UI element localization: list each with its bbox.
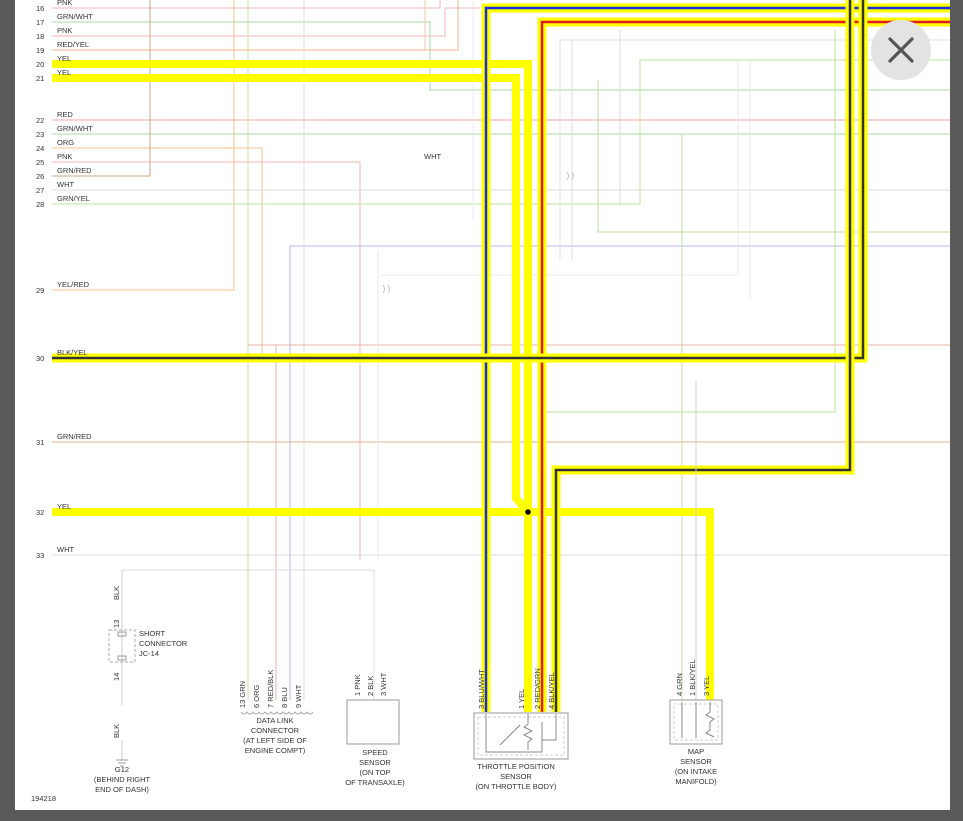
map-pin-4: 4 GRN <box>675 673 684 696</box>
ground-symbol-icon <box>116 759 128 767</box>
highlighted-wires <box>52 0 950 712</box>
close-button[interactable] <box>871 20 931 80</box>
wire-label-row-31: GRN/RED <box>57 432 92 441</box>
row-number-31: 31 <box>36 438 44 447</box>
dlc-pin-7: 7 RED/BLK <box>266 670 275 708</box>
throttle-position-sensor: THROTTLE POSITION SENSOR (ON THROTTLE BO… <box>473 668 569 791</box>
row-number-32: 32 <box>36 508 44 517</box>
map-sensor: MAP SENSOR (ON INTAKE MANIFOLD) 4 GRN 1 B… <box>669 659 723 786</box>
wire-label-row-22: RED <box>57 110 73 119</box>
row-number-23: 23 <box>36 130 44 139</box>
tps-caption-3: (ON THROTTLE BODY) <box>475 782 557 791</box>
dlc-caption-4: ENGINE COMPT) <box>245 746 306 755</box>
speed-caption-4: OF TRANSAXLE) <box>345 778 405 787</box>
speed-caption-3: (ON TOP <box>360 768 391 777</box>
mid-wire-label: WHT <box>424 152 441 161</box>
wiring-diagram: 16PNK17GRN/WHT18PNK19RED/YEL20YEL21YEL22… <box>31 0 950 803</box>
wire-label-row-30: BLK/YEL <box>57 348 87 357</box>
map-caption-4: MANIFOLD) <box>675 777 717 786</box>
wire-label-row-21: YEL <box>57 68 71 77</box>
dlc-pin-13: 13 GRN <box>238 681 247 708</box>
ground-label-2: (BEHIND RIGHT <box>94 775 151 784</box>
wire-label-row-16: PNK <box>57 0 72 7</box>
wire-label-row-19: RED/YEL <box>57 40 89 49</box>
wire-yel-row20 <box>52 60 532 512</box>
row-number-29: 29 <box>36 286 44 295</box>
dlc-pin-6: 6 ORG <box>252 684 261 708</box>
wire-label-row-17: GRN/WHT <box>57 12 93 21</box>
row-number-24: 24 <box>36 144 44 153</box>
wire-label-row-24: ORG <box>57 138 74 147</box>
short-connector-label-2: CONNECTOR <box>139 639 188 648</box>
dlc-caption-1: DATA LINK <box>256 716 293 725</box>
wire-label-row-27: WHT <box>57 180 74 189</box>
row-number-22: 22 <box>36 116 44 125</box>
map-caption-1: MAP <box>688 747 704 756</box>
wire-blk-yel-row30 <box>52 0 868 363</box>
row-number-26: 26 <box>36 172 44 181</box>
row-number-20: 20 <box>36 60 44 69</box>
speed-sensor: SPEED SENSOR (ON TOP OF TRANSAXLE) 1 PNK… <box>345 672 405 787</box>
wire-label-row-33: WHT <box>57 545 74 554</box>
wire-label-row-29: YEL/RED <box>57 280 90 289</box>
ground-bottom-wire: BLK <box>112 724 121 738</box>
short-connector-label-1: SHORT <box>139 629 166 638</box>
ground-pin-bottom: 14 <box>112 673 121 681</box>
speed-pin-3: 3 WHT <box>379 672 388 696</box>
map-pin-1: 1 BLK/YEL <box>688 659 697 696</box>
dlc-pin-8: 8 BLU <box>280 687 289 708</box>
row-number-19: 19 <box>36 46 44 55</box>
wire-yel-row21 <box>52 74 532 515</box>
row-number-27: 27 <box>36 186 44 195</box>
speed-caption-2: SENSOR <box>359 758 391 767</box>
wire-label-row-18: PNK <box>57 26 72 35</box>
ground-label-3: END OF DASH) <box>95 785 149 794</box>
tps-pin-3: 3 BLU/WHT <box>477 669 486 709</box>
row-number-33: 33 <box>36 551 44 560</box>
splice-junction <box>525 509 531 515</box>
speed-caption-1: SPEED <box>362 748 388 757</box>
row-number-30: 30 <box>36 354 44 363</box>
short-connector-jc14: BLK 13 14 BLK SHORT CONNECTOR JC-14 G12 … <box>94 570 188 794</box>
speed-pin-2: 2 BLK <box>366 676 375 696</box>
row-labels: 16PNK17GRN/WHT18PNK19RED/YEL20YEL21YEL22… <box>36 0 93 560</box>
tps-pin-4: 4 BLK/YEL <box>547 672 556 709</box>
row-number-25: 25 <box>36 158 44 167</box>
close-icon <box>888 37 914 63</box>
figure-number: 194218 <box>31 794 56 803</box>
row-number-16: 16 <box>36 4 44 13</box>
wire-label-row-20: YEL <box>57 54 71 63</box>
wire-red-grn <box>537 17 950 712</box>
tps-caption-2: SENSOR <box>500 772 532 781</box>
ground-label-1: G12 <box>115 765 129 774</box>
dlc-pin-9: 9 WHT <box>294 684 303 708</box>
wire-label-row-26: GRN/RED <box>57 166 92 175</box>
wire-yel-row32 <box>52 508 714 712</box>
short-connector-label-3: JC-14 <box>139 649 159 658</box>
ground-top-wire: BLK <box>112 586 121 600</box>
tps-caption-1: THROTTLE POSITION <box>477 762 555 771</box>
speed-pin-1: 1 PNK <box>353 674 362 696</box>
row-number-28: 28 <box>36 200 44 209</box>
splice-marks <box>382 171 574 294</box>
dlc-caption-2: CONNECTOR <box>251 726 300 735</box>
wire-label-row-28: GRN/YEL <box>57 194 90 203</box>
tps-pin-1: 1 YEL <box>517 689 526 709</box>
map-caption-3: (ON INTAKE <box>675 767 717 776</box>
map-caption-2: SENSOR <box>680 757 712 766</box>
wire-label-row-25: PNK <box>57 152 72 161</box>
dlc-caption-3: (AT LEFT SIDE OF <box>243 736 307 745</box>
row-number-21: 21 <box>36 74 44 83</box>
wire-label-row-23: GRN/WHT <box>57 124 93 133</box>
thin-wires <box>52 0 950 700</box>
tps-pin-2: 2 RED/GRN <box>533 668 542 709</box>
row-number-17: 17 <box>36 18 44 27</box>
ground-pin-top: 13 <box>112 620 121 628</box>
map-pin-3: 3 YEL <box>702 676 711 696</box>
row-number-18: 18 <box>36 32 44 41</box>
data-link-connector: DATA LINK CONNECTOR (AT LEFT SIDE OF ENG… <box>238 670 314 755</box>
wire-label-row-32: YEL <box>57 502 71 511</box>
